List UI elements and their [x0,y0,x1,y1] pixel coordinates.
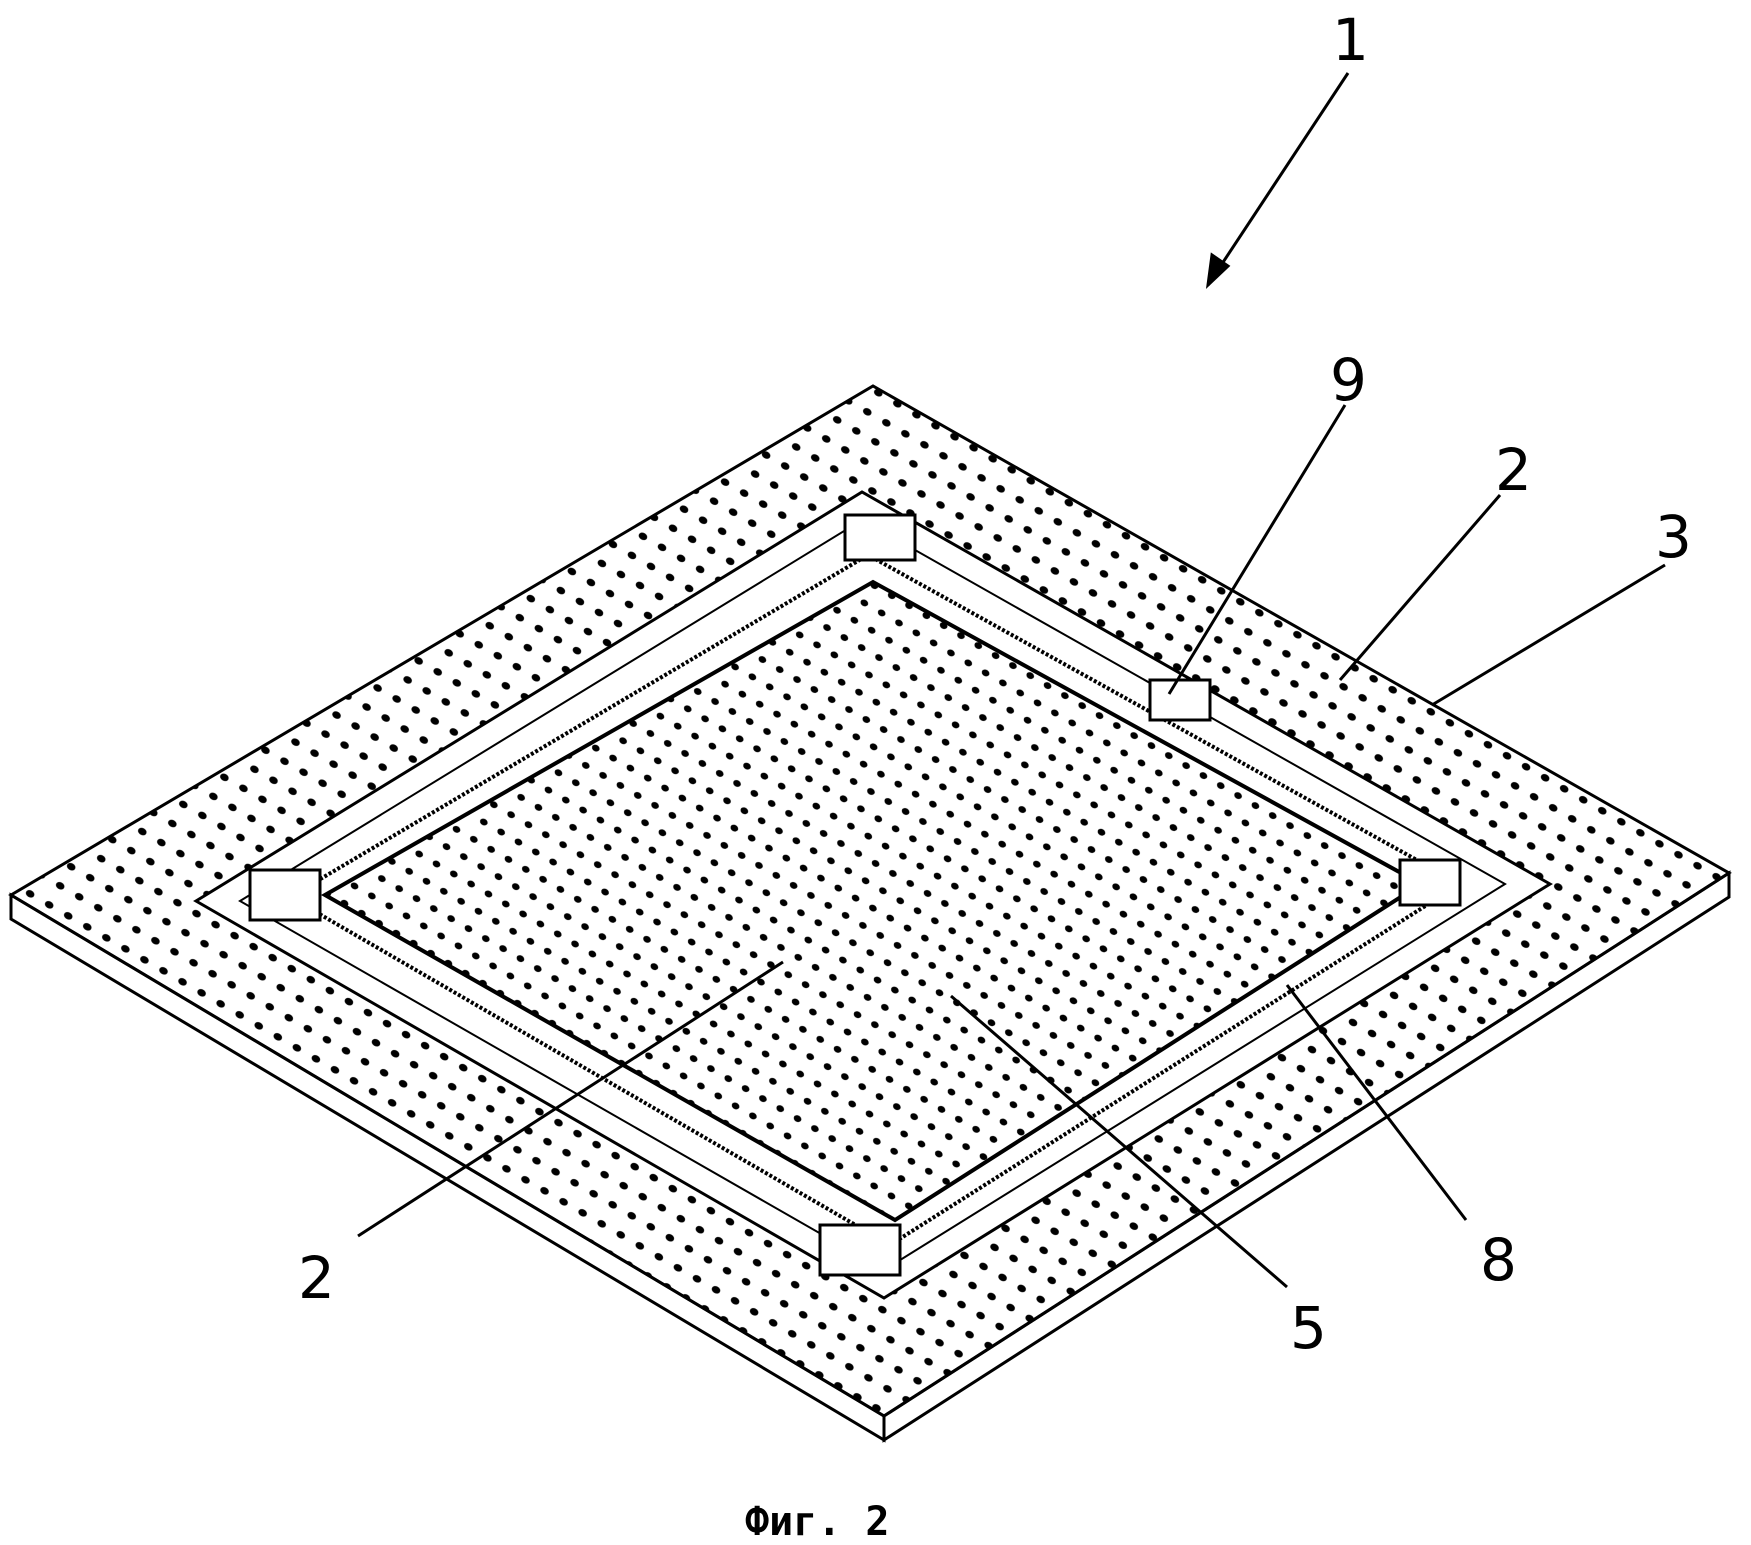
label-2-left: 2 [298,1244,335,1312]
corner-connectors [248,513,1462,1277]
figure-caption: Фиг. 2 [745,1499,890,1545]
label-5: 5 [1290,1294,1327,1362]
leader-lines [357,72,1666,1289]
label-3: 3 [1655,503,1692,571]
label-1: 1 [1332,6,1369,74]
label-8: 8 [1480,1226,1517,1294]
label-2-right: 2 [1495,436,1532,504]
label-9: 9 [1330,346,1367,414]
